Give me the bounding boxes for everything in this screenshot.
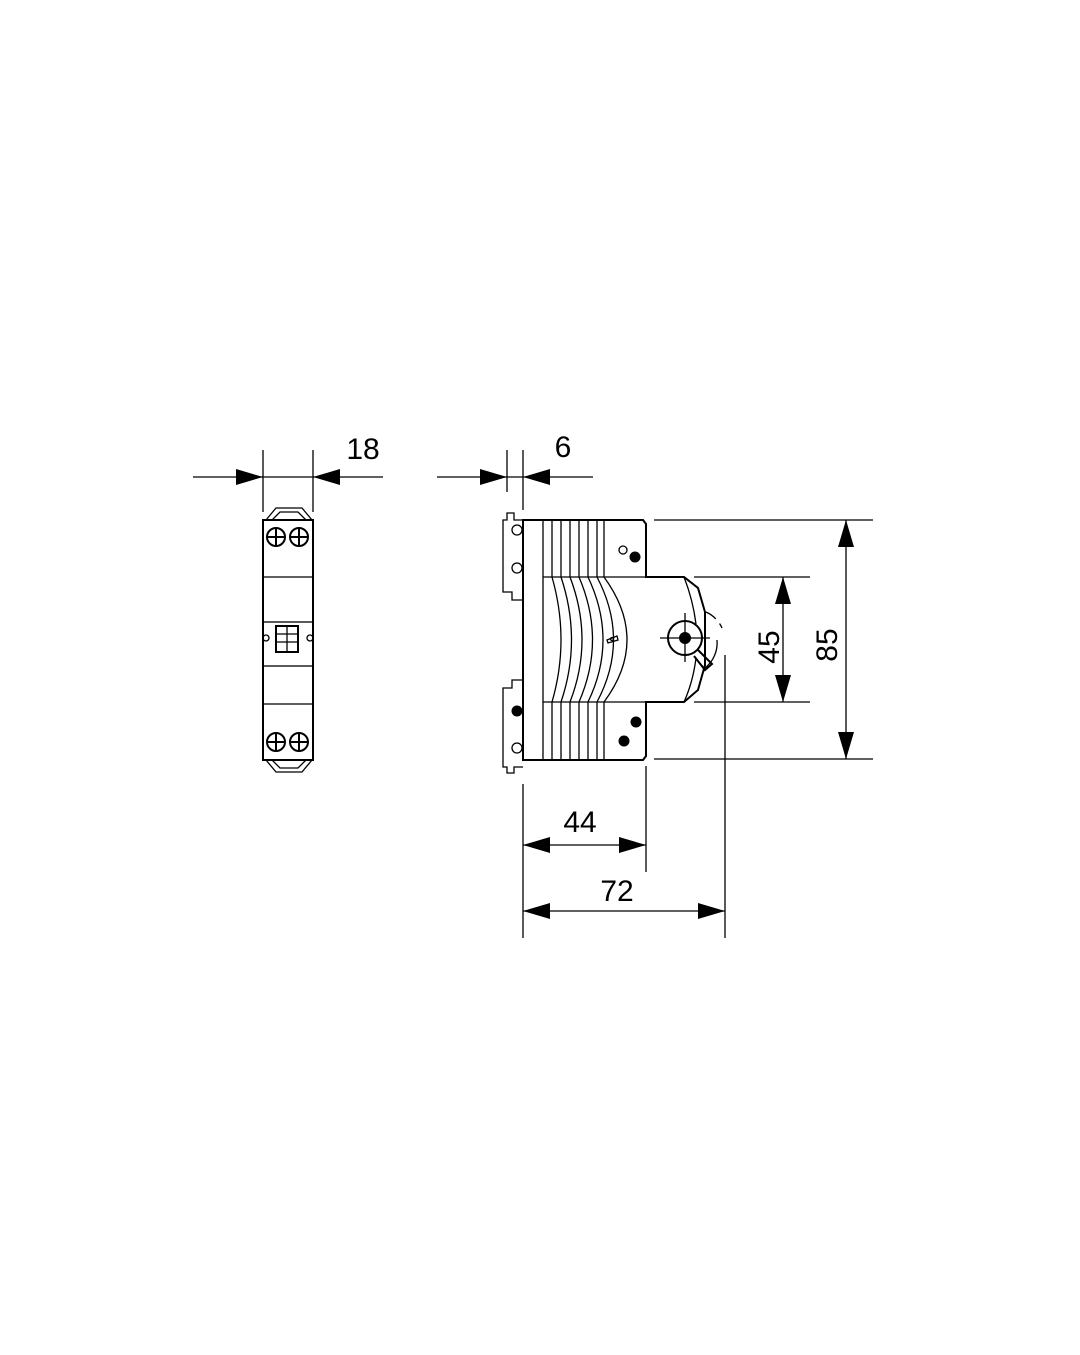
label-height-45: 45 — [753, 630, 786, 663]
toggle-handle — [660, 576, 723, 703]
housing-curved-ribs — [551, 576, 628, 703]
housing-ribs-bottom — [543, 701, 646, 760]
housing-ribs-top — [543, 520, 646, 578]
side-view — [502, 512, 723, 774]
din-clip-bottom — [502, 679, 523, 774]
front-screw-bottom-left — [266, 732, 286, 752]
front-view — [262, 507, 314, 773]
front-screw-top-left — [266, 527, 286, 547]
front-bottom-clip — [265, 759, 313, 773]
dimension-width-18: 18 — [193, 433, 383, 512]
label-width-18: 18 — [346, 433, 379, 466]
label-depth-44: 44 — [563, 806, 596, 839]
din-clip-top — [502, 512, 523, 601]
label-depth-72: 72 — [600, 875, 633, 908]
front-screw-top-right — [289, 527, 309, 547]
front-handle-window — [262, 621, 314, 667]
label-height-85: 85 — [811, 628, 844, 661]
dimension-depth-44: 44 — [522, 766, 647, 872]
front-top-clip — [265, 507, 313, 521]
dimension-height-85: 85 — [654, 519, 873, 760]
dimension-height-45: 45 — [694, 576, 810, 703]
label-rail-offset-6: 6 — [555, 431, 572, 464]
dimension-depth-72: 72 — [522, 655, 726, 938]
front-body — [262, 519, 314, 761]
front-screw-bottom-right — [289, 732, 309, 752]
dimension-rail-offset-6: 6 — [437, 431, 593, 510]
